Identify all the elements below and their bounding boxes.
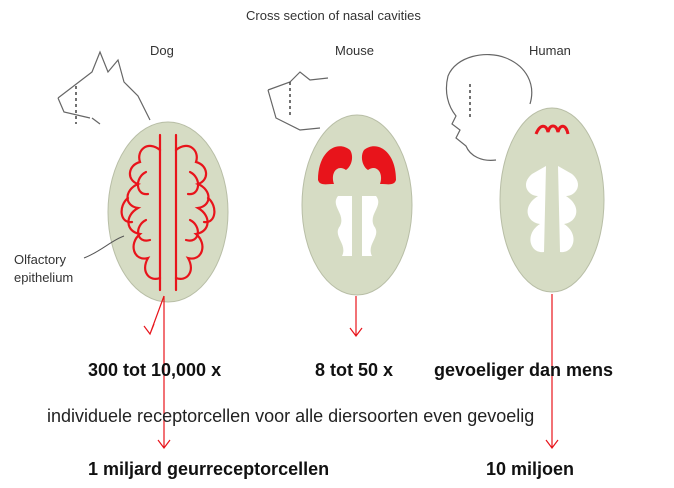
mouse-sensitivity: 8 tot 50 x <box>315 360 393 381</box>
human-cavity <box>500 108 604 292</box>
dog-cavity <box>108 122 228 302</box>
mouse-cavity <box>302 115 412 295</box>
sensitivity-suffix: gevoeliger dan mens <box>434 360 613 381</box>
human-receptors: 10 miljoen <box>486 459 574 480</box>
dog-head-sketch <box>58 52 150 124</box>
dog-sensitivity: 300 tot 10,000 x <box>88 360 221 381</box>
mouse-head-sketch <box>268 72 328 130</box>
dog-receptors: 1 miljard geurreceptorcellen <box>88 459 329 480</box>
mouse-arrow <box>350 296 362 336</box>
receptor-note: individuele receptorcellen voor alle die… <box>47 406 534 427</box>
